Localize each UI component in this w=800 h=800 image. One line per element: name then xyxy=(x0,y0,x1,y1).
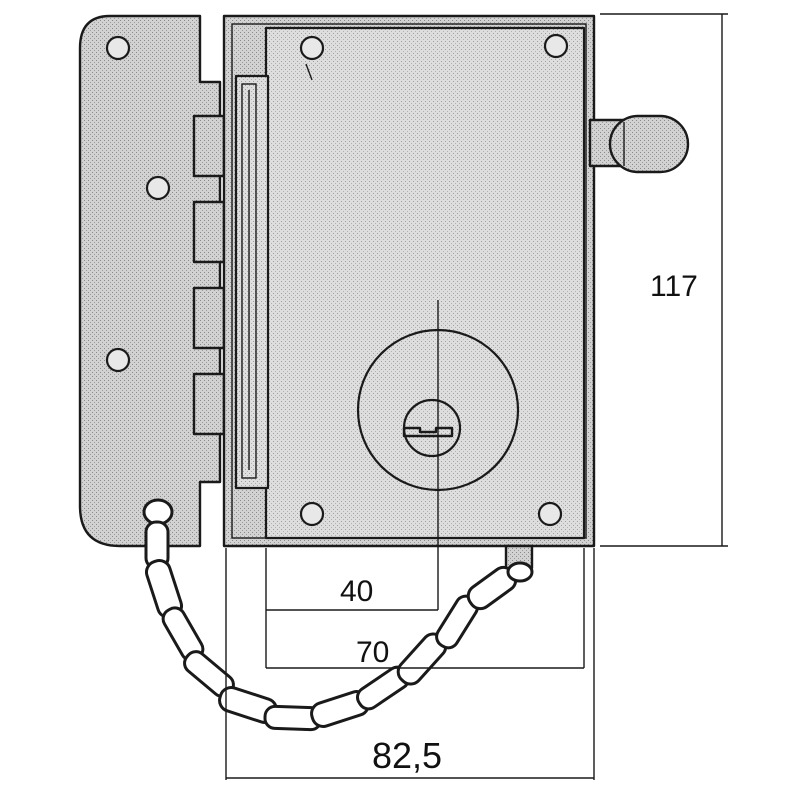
safety-chain xyxy=(142,498,534,732)
mounting-plate xyxy=(78,14,222,548)
case-screw-top-left-icon xyxy=(299,35,325,61)
case-screw-top-right-icon xyxy=(543,33,569,59)
side-bolt xyxy=(588,114,690,174)
plate-screw-lower-icon xyxy=(105,347,131,373)
case-screw-bottom-right-icon xyxy=(537,501,563,527)
dimension-lines xyxy=(225,13,728,780)
overall-width-dimension-label: 82,5 xyxy=(372,735,442,776)
height-dimension-label: 117 xyxy=(650,270,698,303)
case-screw-bottom-left-icon xyxy=(299,501,325,527)
cylinder-offset-dimension-label: 40 xyxy=(340,575,373,608)
plate-screw-middle-icon xyxy=(145,175,171,201)
keeper-teeth xyxy=(192,114,226,436)
case-screws xyxy=(299,33,569,527)
backset-dimension-label: 70 xyxy=(356,636,389,669)
cylinder xyxy=(356,300,520,610)
plate-screw-top-icon xyxy=(105,35,131,61)
